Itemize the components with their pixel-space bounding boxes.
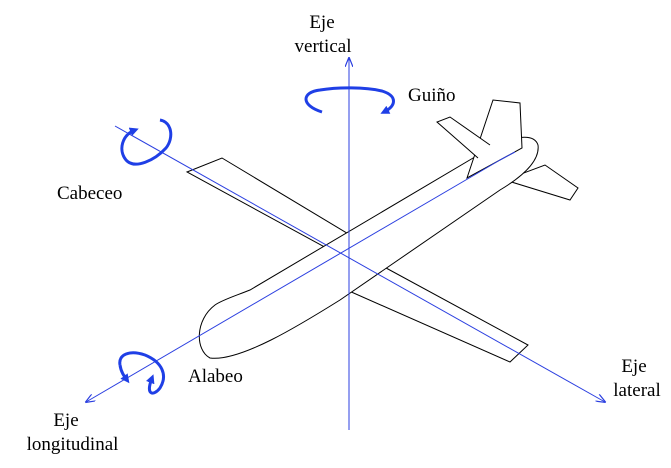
roll-label: Alabeo (188, 366, 243, 387)
lateral-axis-label-line2: lateral (613, 380, 661, 401)
yaw-rotation-icon (304, 86, 395, 114)
right-wing (185, 157, 357, 251)
longitudinal-axis-label-line2: longitudinal (26, 434, 119, 455)
lateral-axis-label-line1: Eje (621, 356, 647, 377)
longitudinal-axis-line (86, 159, 501, 402)
longitudinal-axis-label-line1: Eje (53, 410, 79, 431)
pitch-rotation-icon (120, 118, 173, 166)
vertical-axis-label-line1: Eje (309, 12, 335, 33)
yaw-label: Guiño (408, 85, 456, 106)
vertical-axis-label-line2: vertical (294, 36, 352, 57)
longitudinal-axis-tail (499, 151, 516, 161)
fuselage (198, 136, 539, 359)
left-stabilizer (436, 116, 491, 159)
lateral-axis-line (114, 125, 605, 402)
roll-rotation-icon (118, 351, 165, 395)
pitch-label: Cabeceo (57, 183, 123, 204)
